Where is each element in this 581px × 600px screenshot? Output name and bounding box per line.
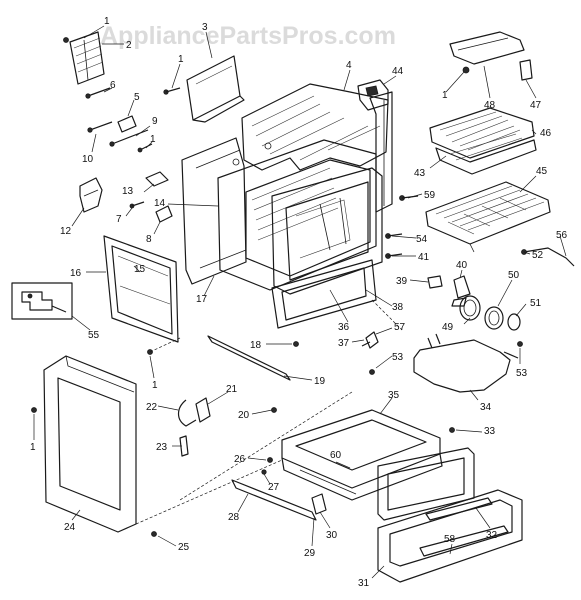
callout-36: 36 — [338, 322, 350, 333]
callout-1: 1 — [150, 134, 156, 145]
callout-8: 8 — [146, 234, 152, 245]
callout-9: 9 — [152, 116, 158, 127]
callout-1: 1 — [104, 16, 110, 27]
screw-parts-left — [63, 37, 181, 223]
part-34-bake-element — [413, 333, 519, 393]
part-45-oven-rack — [425, 181, 551, 253]
callout-31: 31 — [358, 578, 370, 589]
alignment-lines — [135, 299, 403, 525]
callout-26: 26 — [234, 454, 246, 465]
callout-43: 43 — [414, 168, 426, 179]
callout-labels: 1 2 3 4 44 1 48 47 6 5 1 9 10 1 46 43 45… — [30, 16, 568, 589]
callout-19: 19 — [314, 376, 326, 387]
callout-18: 18 — [250, 340, 262, 351]
part-2-side-bracket — [69, 31, 105, 85]
callout-30: 30 — [326, 530, 338, 541]
part-3-control-panel-bracket — [186, 55, 245, 123]
callout-5: 5 — [134, 92, 140, 103]
callout-47: 47 — [530, 100, 542, 111]
callout-56: 56 — [556, 230, 568, 241]
callout-1: 1 — [30, 442, 36, 453]
drawer-hardware — [231, 427, 455, 521]
callout-32: 32 — [486, 530, 498, 541]
part-16-door-liner — [103, 235, 179, 343]
callout-34: 34 — [480, 402, 492, 413]
callout-53: 53 — [392, 352, 404, 363]
part-46-broiler-grid — [429, 107, 537, 175]
callout-10: 10 — [82, 154, 94, 165]
callout-54: 54 — [416, 234, 428, 245]
callout-60: 60 — [330, 450, 342, 461]
callout-51: 51 — [530, 298, 542, 309]
part-55-hinge-box — [11, 282, 73, 320]
callout-1: 1 — [442, 90, 448, 101]
callout-57: 57 — [394, 322, 406, 333]
callout-35: 35 — [388, 390, 400, 401]
part-56-wire — [521, 247, 575, 267]
callout-13: 13 — [122, 186, 134, 197]
callout-55: 55 — [88, 330, 100, 341]
part-24-oven-door — [31, 355, 157, 537]
callout-39: 39 — [396, 276, 408, 287]
callout-53: 53 — [516, 368, 528, 379]
callout-40: 40 — [456, 260, 468, 271]
callout-29: 29 — [304, 548, 316, 559]
callout-14: 14 — [154, 198, 166, 209]
part-58-drawer-trim — [419, 497, 509, 557]
callout-7: 7 — [116, 214, 122, 225]
part-44-trim — [357, 79, 389, 111]
callout-25: 25 — [178, 542, 190, 553]
callout-59: 59 — [424, 190, 436, 201]
callout-27: 27 — [268, 482, 280, 493]
watermark-text: AppliancePartsPros.com — [100, 22, 396, 50]
callout-17: 17 — [196, 294, 208, 305]
callout-38: 38 — [392, 302, 404, 313]
callout-1: 1 — [178, 54, 184, 65]
callout-44: 44 — [392, 66, 404, 77]
callout-41: 41 — [418, 252, 430, 263]
callout-48: 48 — [484, 100, 496, 111]
part-19-rail — [207, 335, 299, 413]
fasteners-right — [385, 195, 443, 289]
callout-24: 24 — [64, 522, 76, 533]
callout-58: 58 — [444, 534, 456, 545]
callout-46: 46 — [540, 128, 552, 139]
part-31-drawer-panel — [377, 489, 523, 583]
callout-37: 37 — [338, 338, 350, 349]
callout-23: 23 — [156, 442, 168, 453]
callout-28: 28 — [228, 512, 240, 523]
callout-15: 15 — [134, 264, 146, 275]
callout-16: 16 — [70, 268, 82, 279]
callout-6: 6 — [110, 80, 116, 91]
callout-22: 22 — [146, 402, 158, 413]
fasteners-center — [361, 331, 523, 375]
callout-1: 1 — [152, 380, 158, 391]
part-4-oven-cabinet — [181, 83, 393, 329]
callout-52: 52 — [532, 250, 544, 261]
callout-3: 3 — [202, 22, 208, 33]
part-48-broil-element — [449, 31, 533, 81]
callout-33: 33 — [484, 426, 496, 437]
callout-20: 20 — [238, 410, 250, 421]
part-35-storage-drawer — [281, 409, 443, 501]
callout-50: 50 — [508, 270, 520, 281]
callout-4: 4 — [346, 60, 352, 71]
part-49-50-51-lens-rings — [459, 295, 521, 331]
callout-45: 45 — [536, 166, 548, 177]
callout-49: 49 — [442, 322, 454, 333]
callout-21: 21 — [226, 384, 238, 395]
callout-12: 12 — [60, 226, 72, 237]
part-12-bracket — [79, 177, 103, 213]
callout-2: 2 — [126, 40, 132, 51]
part-22-hinge — [147, 349, 211, 457]
